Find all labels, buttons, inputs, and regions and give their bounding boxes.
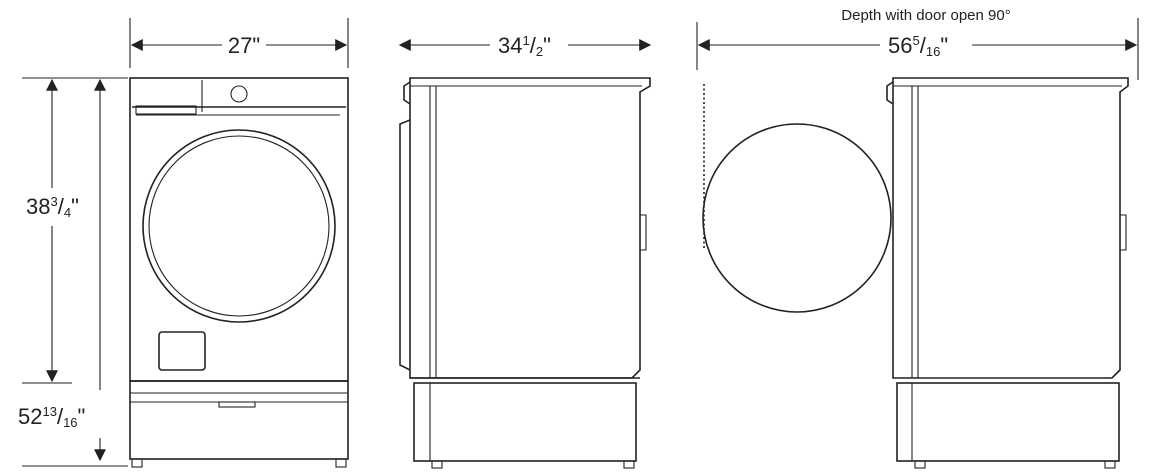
height-label: 383/4" xyxy=(26,194,79,220)
front-view xyxy=(129,77,349,468)
height-with-pedestal-label: 5213/16" xyxy=(18,404,85,430)
control-dial-icon xyxy=(230,85,248,103)
side-view xyxy=(399,77,651,469)
depth-dimension: 341/2" xyxy=(398,33,652,59)
door-open-caption: Depth with door open 90° xyxy=(841,7,1010,24)
open-door-circle xyxy=(702,123,892,313)
width-label: 27" xyxy=(228,33,260,58)
width-dimension: 27" xyxy=(129,18,349,68)
height-dimension: 383/4" 5213/16" xyxy=(18,77,128,467)
depth-label: 341/2" xyxy=(498,33,551,59)
pedestal-side xyxy=(413,382,637,462)
door-circle xyxy=(142,129,336,323)
depth-door-open-label: 565/16" xyxy=(888,33,948,59)
pedestal-front xyxy=(129,380,349,460)
side-view-door-open xyxy=(702,77,1129,469)
pedestal-side-door-open xyxy=(896,382,1120,462)
depth-door-open-dimension: Depth with door open 90° 565/16" xyxy=(696,7,1139,80)
